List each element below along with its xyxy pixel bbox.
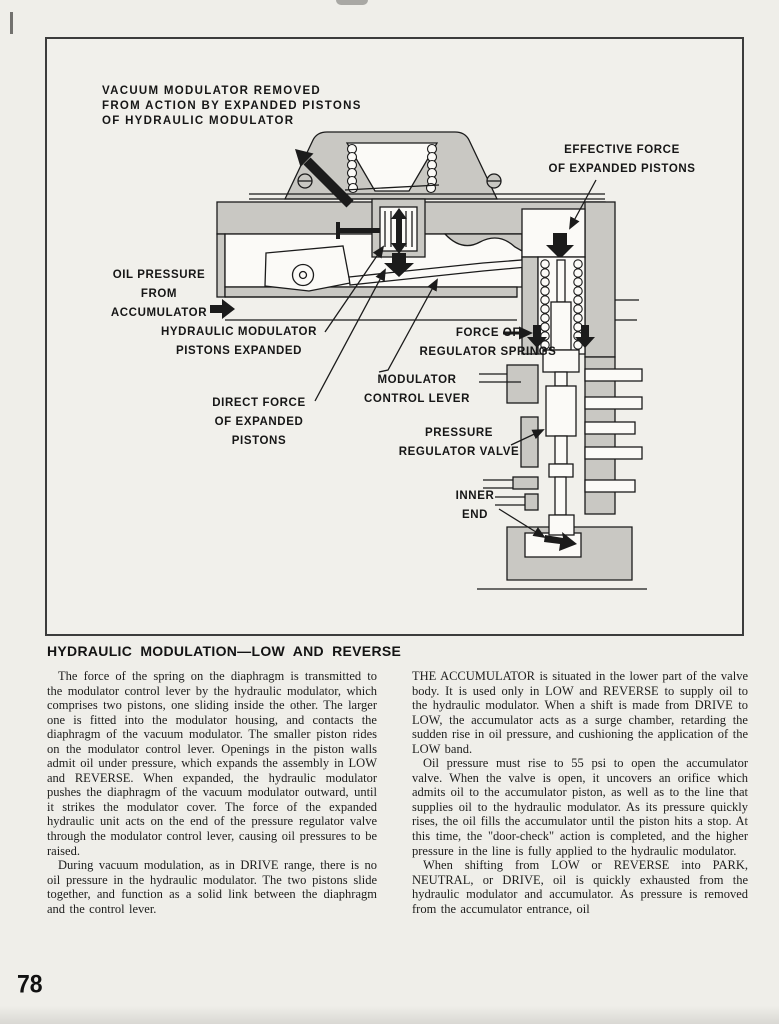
- force-of-arrow: [503, 326, 533, 340]
- effective-force-arrow: [546, 233, 574, 259]
- inner-end-arrow: [544, 532, 577, 551]
- paragraph: The force of the spring on the diaphragm…: [47, 669, 377, 858]
- piston-up-arrow: [391, 208, 407, 235]
- scan-edge-mark: [10, 12, 13, 34]
- paragraph: When shifting from LOW or REVERSE into P…: [412, 858, 748, 916]
- piston-down-arrow: [391, 227, 407, 254]
- oil-pressure-arrow: [210, 299, 235, 319]
- oil-inlet-bar: [338, 228, 380, 233]
- vacuum-modulator-bell: [249, 131, 605, 208]
- label-oil-pressure: OIL PRESSURE FROM ACCUMULATOR: [110, 269, 208, 319]
- label-inner-end: INNER END: [455, 490, 495, 521]
- hydraulic-modulator-diagram: [210, 131, 647, 590]
- label-force-of-springs: FORCE OF REGULATOR SPRINGS: [419, 327, 557, 358]
- label-pistons-expanded: HYDRAULIC MODULATOR PISTONS EXPANDED: [161, 326, 317, 357]
- label-pressure-regulator-valve: PRESSURE REGULATOR VALVE: [398, 427, 520, 458]
- paragraph: Oil pressure must rise to 55 psi to open…: [412, 756, 748, 858]
- label-direct-force: DIRECT FORCE OF EXPANDED PISTONS: [212, 397, 306, 447]
- scan-bottom-shade: [0, 1006, 779, 1024]
- right-column: THE ACCUMULATOR is situated in the lower…: [412, 669, 748, 916]
- figure-frame: VACUUM MODULATOR REMOVED FROM ACTION BY …: [45, 37, 744, 636]
- page-number: 78: [17, 969, 43, 998]
- spring-force-arrow-left: [527, 325, 547, 348]
- modulator-control-lever-part: [264, 245, 561, 292]
- left-column: The force of the spring on the diaphragm…: [47, 669, 377, 916]
- label-control-lever: MODULATOR CONTROL LEVER: [364, 374, 470, 405]
- paragraph: During vacuum modulation, as in DRIVE ra…: [47, 858, 377, 916]
- removed-arrow: [295, 149, 354, 208]
- force-arrows: [384, 233, 574, 277]
- pressure-regulator-valve-part: [542, 259, 580, 516]
- label-effective-force: EFFECTIVE FORCE OF EXPANDED PISTONS: [548, 144, 696, 175]
- label-vacuum-modulator: VACUUM MODULATOR REMOVED FROM ACTION BY …: [102, 85, 362, 127]
- spring-force-arrow-right: [575, 325, 595, 348]
- leader-lines: [314, 179, 597, 539]
- scan-smudge: [336, 0, 368, 5]
- body-columns: The force of the spring on the diaphragm…: [47, 669, 748, 916]
- paragraph: THE ACCUMULATOR is situated in the lower…: [412, 669, 748, 756]
- section-heading: HYDRAULIC MODULATION—LOW AND REVERSE: [47, 643, 402, 659]
- direct-force-arrow: [384, 253, 414, 277]
